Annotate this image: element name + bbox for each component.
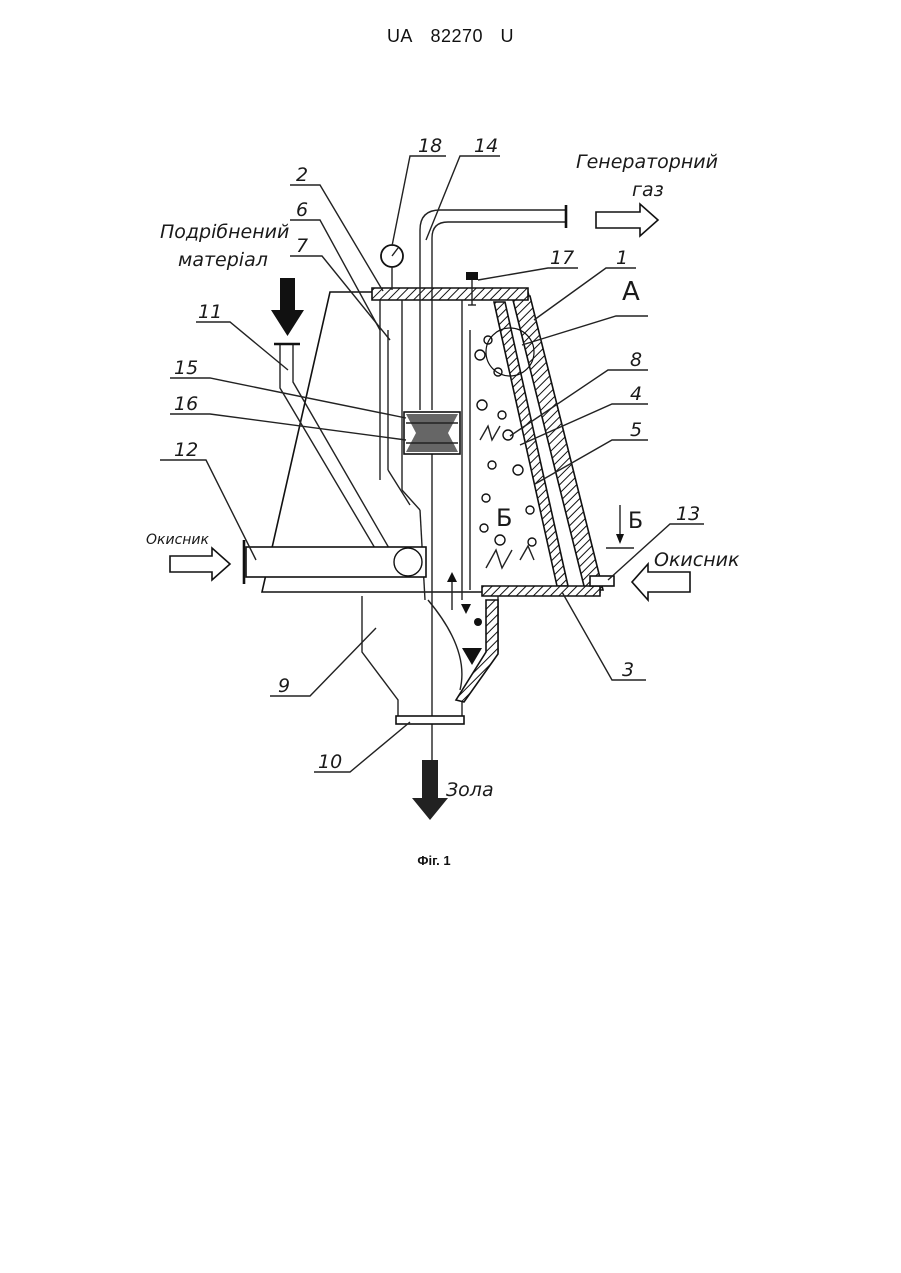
gas-arrow-icon [596,204,658,236]
ref-6: 6 [296,199,308,221]
material-arrow-icon [271,278,304,336]
oxidizer-left-label: Окисник [146,532,210,548]
oxidizer-pipe-left [244,540,426,584]
ref-7: 7 [296,235,308,257]
ref-4: 4 [630,383,642,405]
ref-5: 5 [630,419,642,441]
ref-1: 1 [616,247,628,269]
ref-10: 10 [318,751,342,773]
filter-element [404,412,460,454]
figure-caption: Фіг. 1 [0,853,868,868]
bottom-plate [482,586,600,596]
crushed-material-label-1: Подрібнений [160,221,289,243]
ref-12: 12 [174,439,198,461]
section-b-inner-label: Б [496,504,512,532]
oxidizer-left-arrow-icon [170,548,230,580]
oxidizer-right-label: Окисник [654,549,740,571]
ref-15: 15 [174,357,198,379]
top-plate [372,288,528,300]
ref-16: 16 [174,393,198,415]
ash-hopper [362,596,498,724]
ash-label: Зола [446,779,494,801]
ref-11: 11 [198,301,222,323]
detail-a-label: А [622,277,640,307]
ref-18: 18 [418,135,442,157]
ash-arrow-icon [412,760,448,820]
ref-13: 13 [676,503,700,525]
ref-2: 2 [296,164,308,186]
gasifier-figure: Генераторний газ Подрібнений матеріал Ок… [0,0,901,900]
ref-17: 17 [550,247,574,269]
ref-9: 9 [278,675,290,697]
generator-gas-label-2: газ [632,179,664,201]
ref-14: 14 [474,135,498,157]
generator-gas-label-1: Генераторний [576,151,718,173]
ref-3: 3 [622,659,634,681]
section-b-label: Б [628,509,643,534]
crushed-material-label-2: матеріал [178,249,268,271]
pressure-gauge [381,245,403,290]
gasifier-drawing: Генераторний газ Подрібнений матеріал Ок… [0,0,901,900]
ref-8: 8 [630,349,642,371]
